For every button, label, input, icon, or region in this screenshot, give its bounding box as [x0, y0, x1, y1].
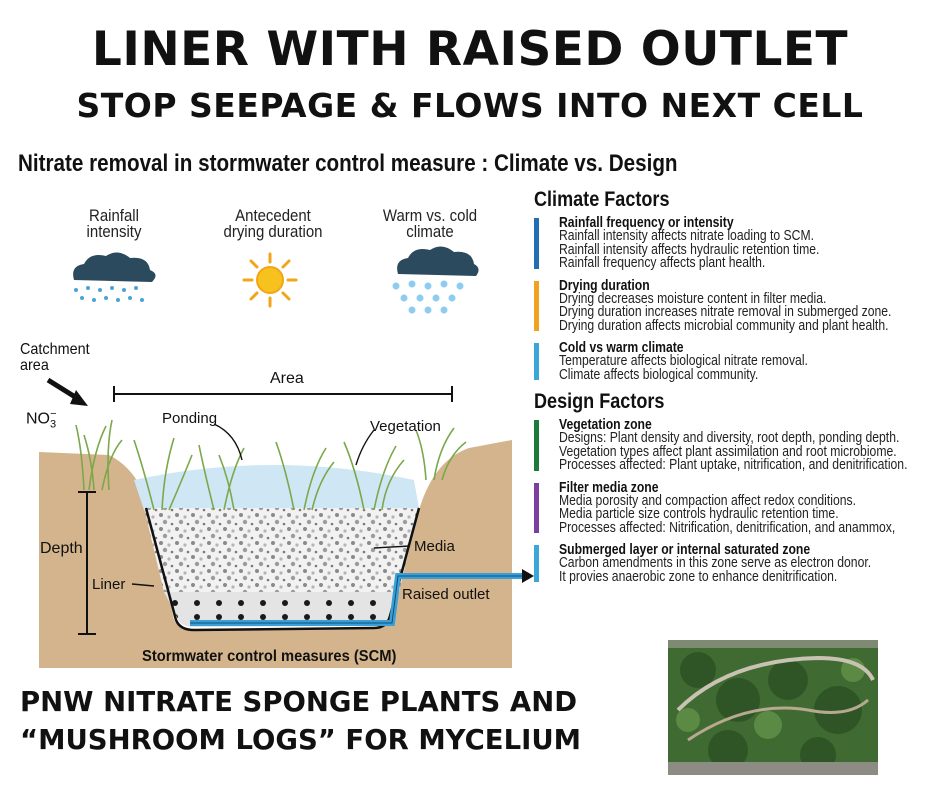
design-factor-line: Vegetation types affect plant assimilati…	[559, 443, 897, 460]
area-label: Area	[270, 370, 304, 387]
scm-caption: Stormwater control measures (SCM)	[142, 648, 397, 665]
climate-factor-line: Climate affects biological community.	[559, 366, 759, 383]
liner-label: Liner	[92, 576, 126, 593]
design-factor-title: Filter media zone	[559, 479, 659, 496]
climate-factor-title: Cold vs warm climate	[559, 340, 684, 356]
ponding-label: Ponding	[162, 410, 218, 427]
media-pointer	[373, 545, 411, 549]
climate-label-line-1: Warm vs. cold	[382, 206, 478, 225]
design-factor-line: Media particle size controls hydraulic r…	[559, 506, 839, 522]
climate-factor-line: Rainfall frequency affects plant health.	[559, 255, 766, 271]
design-factor-2: Submerged layer or internal saturated zo…	[534, 543, 934, 584]
design-factor-color-bar	[534, 482, 539, 533]
climate-factor-color-bar	[534, 343, 539, 380]
drying-label-line-1: Antecedent	[235, 206, 311, 225]
ponding-pointer	[213, 423, 243, 461]
climate-factor-color-bar	[534, 280, 539, 331]
climate-factor-line: Rainfall intensity affects nitrate loadi…	[559, 228, 815, 244]
climate-factor-title: Rainfall frequency or intensity	[559, 215, 734, 231]
depth-label: Depth	[40, 540, 83, 558]
design-factor-title: Submerged layer or internal saturated zo…	[559, 542, 811, 558]
nitrate-sub: 3	[50, 418, 57, 431]
design-factor-line: Processes affected: Nitrification, denit…	[559, 519, 896, 536]
scm-cross-section	[39, 377, 534, 668]
sun-icon	[242, 252, 298, 308]
climate-factor-line: Drying decreases moisture content in fil…	[559, 290, 827, 307]
nitrate-label: NO3−	[26, 408, 57, 431]
vegetation-label: Vegetation	[370, 418, 441, 435]
figure-title: Nitrate removal in stormwater control me…	[18, 150, 678, 177]
drying-label-line-2: drying duration	[223, 222, 323, 241]
vegetation-grass	[75, 419, 467, 511]
factors-panel: Climate Factors Rainfall frequency or in…	[534, 188, 934, 592]
snow-cloud-icon	[392, 246, 479, 314]
climate-label-line-2: climate	[406, 222, 454, 241]
design-factor-title: Vegetation zone	[559, 417, 652, 433]
vegetation-pointer	[355, 429, 375, 466]
design-factor-line: Carbon amendments in this zone serve as …	[559, 555, 872, 571]
climate-factors-title: Climate Factors	[534, 188, 670, 211]
rainfall-label-line-2: intensity	[86, 222, 142, 241]
design-factor-line: Designs: Plant density and diversity, ro…	[559, 430, 900, 446]
footer-line-1: PNW NITRATE SPONGE PLANTS AND	[20, 686, 578, 718]
warm-cold-climate-label: Warm vs. cold climate	[377, 206, 483, 241]
submerged-layer	[164, 592, 399, 627]
outlet-pipe-edge	[190, 575, 526, 624]
design-factor-color-bar	[534, 420, 539, 471]
climate-factor-line: Temperature affects biological nitrate r…	[559, 353, 808, 369]
main-subtitle: STOP SEEPAGE & FLOWS INTO NEXT CELL	[76, 86, 864, 125]
rain-cloud-icon	[73, 252, 156, 302]
nitrate-sup: −	[50, 408, 57, 420]
design-factors-title: Design Factors	[534, 390, 665, 413]
climate-factor-line: Drying duration increases nitrate remova…	[559, 304, 892, 320]
design-factor-line: Media porosity and compaction affect red…	[559, 492, 857, 509]
climate-factor-line: Drying duration affects microbial commun…	[559, 317, 889, 334]
design-factor-line: It provies anaerobic zone to enhance den…	[559, 568, 838, 585]
catchment-line-1: Catchment	[20, 341, 90, 358]
outlet-arrowhead	[522, 569, 534, 583]
ponding-water	[134, 465, 419, 510]
media-label: Media	[414, 538, 455, 555]
main-title: LINER WITH RAISED OUTLET	[91, 22, 849, 77]
footer-line-2: “MUSHROOM LOGS” FOR MYCELIUM	[20, 724, 582, 756]
nitrate-base: NO	[26, 410, 50, 428]
aerial-photo	[668, 640, 878, 775]
liner-pointer	[131, 583, 155, 587]
design-factor-color-bar	[534, 545, 539, 582]
climate-factor-color-bar	[534, 218, 539, 269]
raised-outlet-label: Raised outlet	[402, 586, 490, 603]
footer-text: PNW NITRATE SPONGE PLANTS AND “MUSHROOM …	[20, 683, 581, 759]
catchment-area-label: Catchment area	[20, 342, 90, 374]
rainfall-intensity-label: Rainfall intensity	[70, 206, 158, 241]
design-factor-line: Processes affected: Plant uptake, nitrif…	[559, 457, 908, 473]
climate-factor-line: Rainfall intensity affects hydraulic ret…	[559, 241, 820, 258]
rainfall-label-line-1: Rainfall	[89, 206, 139, 225]
climate-factor-title: Drying duration	[559, 277, 650, 294]
catchment-line-2: area	[20, 357, 49, 374]
drying-duration-label: Antecedent drying duration	[207, 206, 339, 241]
filter-media	[144, 508, 419, 592]
